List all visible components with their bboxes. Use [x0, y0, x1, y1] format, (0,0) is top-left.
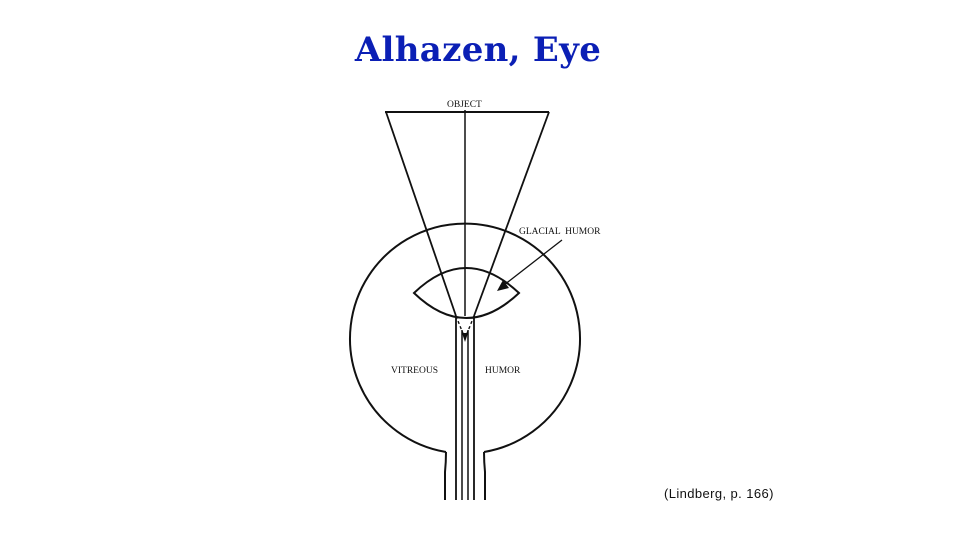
glacial-humor-pointer — [503, 239, 563, 286]
refracted-ray-right — [465, 315, 475, 337]
cone-left-ray — [385, 111, 457, 317]
vitreous-label: VITREOUS — [391, 366, 438, 376]
glacial-humor-lens — [412, 267, 521, 319]
optic-nerve-right-wall — [483, 451, 486, 500]
convergence-arrowhead — [462, 333, 468, 342]
glacial-humor-arrowhead — [497, 280, 509, 291]
cone-right-ray — [473, 111, 550, 317]
optic-nerve-left-wall — [444, 451, 447, 500]
humor-label: HUMOR — [485, 366, 521, 376]
citation: (Lindberg, p. 166) — [664, 486, 774, 501]
refracted-ray-left — [455, 315, 465, 337]
glacial-humor-label: GLACIAL HUMOR — [519, 227, 601, 237]
slide-title: Alhazen, Eye — [354, 30, 602, 70]
object-label: OBJECT — [447, 100, 482, 110]
